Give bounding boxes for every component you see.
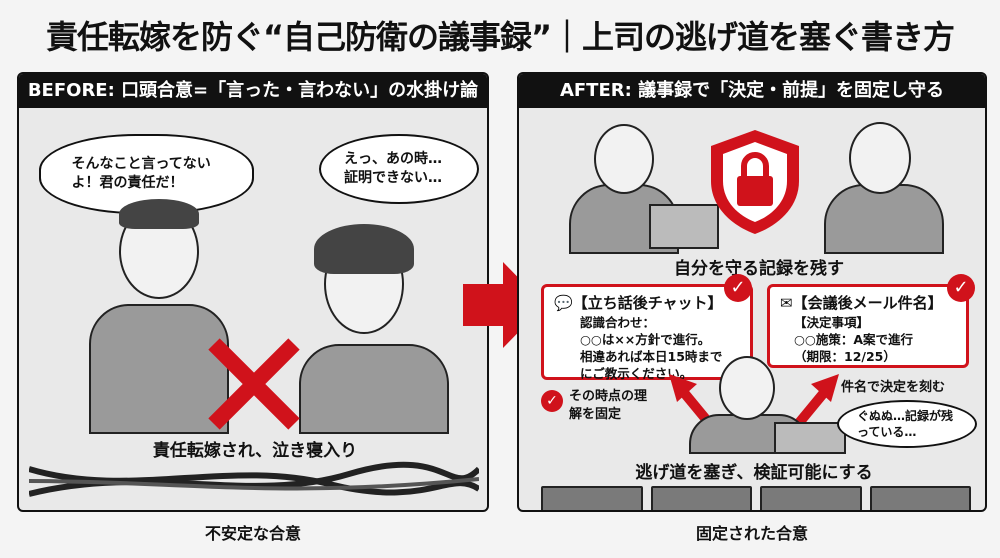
boss-thinking-figure <box>824 184 944 254</box>
checkmark-icon: ✓ <box>947 274 975 302</box>
boss-thinking-head <box>849 122 911 194</box>
boss-thought-bubble: ぐぬぬ…記録が残っている… <box>837 400 977 448</box>
chat-card: 💬【立ち話後チャット】 認識合わせ： ○○は××方針で進行。 相違あれば本日15… <box>541 284 753 381</box>
chat-line: にご教示ください。 <box>580 365 693 381</box>
laptop-icon <box>774 422 846 454</box>
after-header: AFTER: 議事録で「決定・前提」を固定し守る <box>519 74 985 108</box>
checkmark-icon: ✓ <box>724 274 752 302</box>
mail-line: （期限：12/25） <box>794 349 896 364</box>
mail-card: ✉【会議後メール件名】 【決定事項】 ○○施策：A案で進行 （期限：12/25） <box>767 284 969 368</box>
red-x-icon <box>208 338 300 430</box>
solid-blocks <box>541 486 971 510</box>
worker-thought-text: えっ、あの時…証明できない… <box>344 151 442 186</box>
after-panel: AFTER: 議事録で「決定・前提」を固定し守る 自分を守る記録を残す 💬【立ち… <box>517 72 987 512</box>
envelope-icon: ✉ <box>780 294 793 312</box>
mail-card-title: 【会議後メール件名】 <box>792 294 943 312</box>
shield-caption: 自分を守る記録を残す <box>674 259 844 279</box>
chat-bubble-icon: 💬 <box>554 294 573 312</box>
laptop-icon <box>649 204 719 249</box>
chat-line: 相違あれば本日15時まで <box>580 349 723 364</box>
page-title: 責任転嫁を防ぐ“自己防衛の議事録”｜上司の逃げ道を塞ぐ書き方 <box>45 18 955 56</box>
chat-line: ○○は××方針で進行。 <box>580 332 711 348</box>
transition-arrow-icon <box>463 262 545 348</box>
cornered-boss-head <box>719 356 775 420</box>
before-header: BEFORE: 口頭合意=「言った・言わない」の水掛け論 <box>19 74 487 108</box>
boss-hair <box>119 199 199 229</box>
before-caption: 責任転嫁され、泣き寝入り <box>152 441 358 461</box>
worker-hair <box>314 224 414 274</box>
worker-figure <box>299 344 449 434</box>
before-footer: 不安定な合意 <box>204 524 301 543</box>
after-footer: 固定された合意 <box>695 524 808 543</box>
chat-line: 認識合わせ： <box>580 315 656 331</box>
block <box>760 486 862 510</box>
chat-note: その時点の理解を固定 <box>569 389 648 423</box>
chat-card-title: 【立ち話後チャット】 <box>572 294 723 312</box>
mail-line: ○○施策：A案で進行 <box>794 332 913 348</box>
colleague-head <box>594 124 654 194</box>
after-caption: 逃げ道を塞ぎ、検証可能にする <box>635 463 873 483</box>
block <box>541 486 643 510</box>
mail-note: 件名で決定を刻む <box>841 380 946 395</box>
worker-thought-bubble: えっ、あの時…証明できない… <box>319 134 479 204</box>
shield-lock-icon <box>711 130 799 234</box>
block <box>869 486 971 510</box>
before-panel: BEFORE: 口頭合意=「言った・言わない」の水掛け論 そんなこと言ってないよ… <box>17 72 489 512</box>
boss-speech-text: そんなこと言ってないよ！君の責任だ！ <box>71 156 211 191</box>
tangled-lines-icon <box>29 461 479 497</box>
mail-line: 【決定事項】 <box>794 315 870 331</box>
block <box>650 486 752 510</box>
boss-thought-text: ぐぬぬ…記録が残っている… <box>857 408 954 439</box>
checkmark-icon: ✓ <box>541 390 563 412</box>
